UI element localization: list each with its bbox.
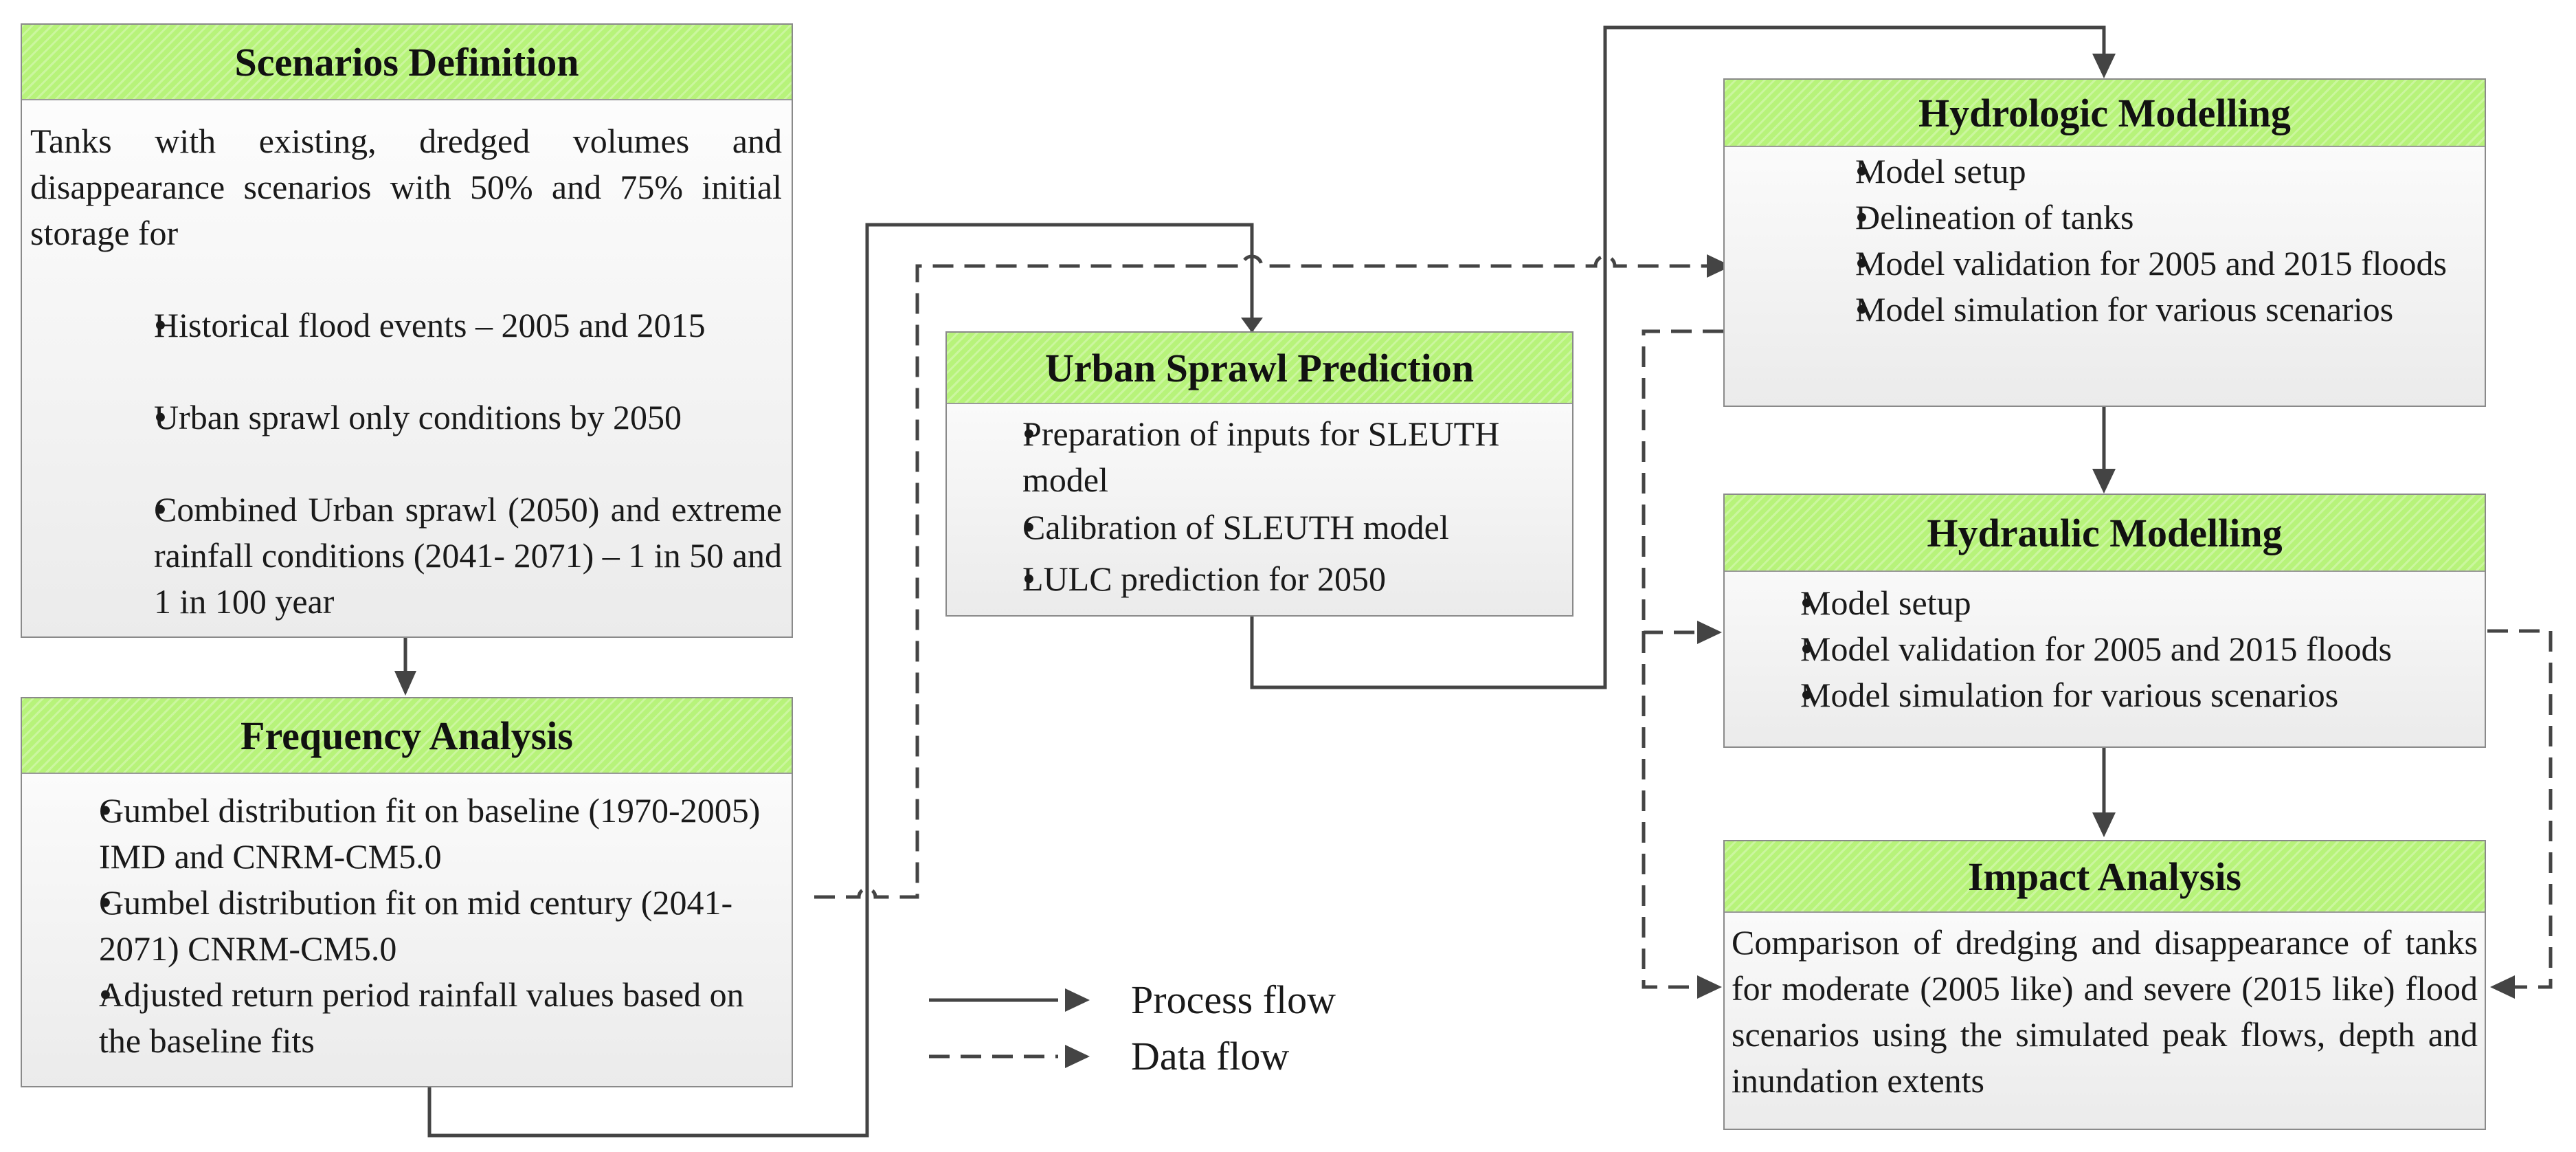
urban-sprawl-box: Urban Sprawl Prediction Preparation of i… [945, 331, 1573, 617]
impact-analysis-title: Impact Analysis [1725, 841, 2485, 913]
legend-process-arrowhead [1065, 988, 1090, 1012]
arrowhead-data-hydraulic [1697, 621, 1722, 644]
hydraulic-item: Model simulation for various scenarios [1725, 672, 2478, 718]
urban-sprawl-title: Urban Sprawl Prediction [947, 333, 1572, 404]
urban-sprawl-body: Preparation of inputs for SLEUTH model C… [947, 404, 1572, 615]
frequency-analysis-box: Frequency Analysis Gumbel distribution f… [21, 697, 793, 1087]
scenarios-definition-body: Tanks with existing, dredged volumes and… [22, 100, 792, 636]
arrowhead-hydrologic [2092, 54, 2116, 78]
frequency-analysis-body: Gumbel distribution fit on baseline (197… [22, 774, 792, 1086]
hydrologic-modelling-body: Model setup Delineation of tanks Model v… [1725, 147, 2485, 406]
arrowhead-hydraulic [2092, 469, 2116, 494]
hydraulic-modelling-body: Model setup Model validation for 2005 an… [1725, 572, 2485, 746]
data-line-frequency-to-hydrologic [814, 254, 1726, 899]
scenarios-definition-box: Scenarios Definition Tanks with existing… [21, 23, 793, 638]
urban-sprawl-list: Preparation of inputs for SLEUTH model C… [947, 411, 1565, 602]
hydraulic-item: Model setup [1725, 580, 2478, 626]
arrowhead-frequency [394, 671, 416, 696]
scenario-item: Historical flood events – 2005 and 2015 [30, 302, 782, 348]
scenarios-list: Historical flood events – 2005 and 2015 … [30, 302, 782, 625]
arrowhead-data-impact-right [2490, 975, 2515, 999]
frequency-item: Adjusted return period rainfall values b… [22, 972, 764, 1064]
scenarios-definition-title: Scenarios Definition [22, 25, 792, 100]
urban-sprawl-item: Preparation of inputs for SLEUTH model [947, 411, 1565, 503]
arrowhead-data-hydrologic [1707, 254, 1732, 278]
legend-process-label: Process flow [1131, 977, 1336, 1022]
urban-sprawl-item: Calibration of SLEUTH model [947, 505, 1565, 551]
hydrologic-item: Model setup [1725, 148, 2471, 195]
scenario-item: Combined Urban sprawl (2050) and extreme… [30, 487, 782, 625]
scenarios-intro-text: Tanks with existing, dredged volumes and… [30, 122, 782, 252]
data-line-hydrologic-to-impact [1642, 632, 1710, 989]
legend-data-label: Data flow [1131, 1034, 1290, 1078]
frequency-item: Gumbel distribution fit on baseline (197… [22, 788, 764, 880]
impact-analysis-text: Comparison of dredging and disappearance… [1732, 923, 2478, 1100]
data-line-hydraulic-to-impact [2487, 629, 2553, 989]
hydrologic-item: Model simulation for various scenarios [1725, 287, 2471, 333]
hydrologic-list: Model setup Delineation of tanks Model v… [1725, 148, 2471, 333]
arrowhead-impact [2092, 812, 2116, 837]
arrowhead-urban [1241, 318, 1263, 333]
hydraulic-modelling-box: Hydraulic Modelling Model setup Model va… [1723, 494, 2486, 748]
process-line-frequency-to-urban [427, 223, 1254, 1138]
hydrologic-modelling-title: Hydrologic Modelling [1725, 80, 2485, 147]
hydrologic-item: Model validation for 2005 and 2015 flood… [1725, 241, 2471, 287]
hydrologic-item: Delineation of tanks [1725, 195, 2471, 241]
process-line-urban-to-hydrologic [1250, 25, 2106, 689]
hydraulic-list: Model setup Model validation for 2005 an… [1725, 580, 2478, 718]
impact-analysis-box: Impact Analysis Comparison of dredging a… [1723, 840, 2486, 1130]
data-line-hydrologic-to-hydraulic [1642, 329, 1723, 634]
hydraulic-item: Model validation for 2005 and 2015 flood… [1725, 626, 2478, 672]
impact-analysis-body: Comparison of dredging and disappearance… [1725, 913, 2485, 1129]
frequency-analysis-title: Frequency Analysis [22, 698, 792, 774]
hydrologic-modelling-box: Hydrologic Modelling Model setup Delinea… [1723, 78, 2486, 407]
frequency-list: Gumbel distribution fit on baseline (197… [22, 788, 764, 1064]
frequency-item: Gumbel distribution fit on mid century (… [22, 880, 764, 972]
legend-data-arrowhead [1065, 1045, 1090, 1068]
arrowhead-data-impact-left [1697, 975, 1722, 999]
urban-sprawl-item: LULC prediction for 2050 [947, 556, 1565, 602]
scenario-item: Urban sprawl only conditions by 2050 [30, 395, 782, 441]
hydraulic-modelling-title: Hydraulic Modelling [1725, 495, 2485, 572]
